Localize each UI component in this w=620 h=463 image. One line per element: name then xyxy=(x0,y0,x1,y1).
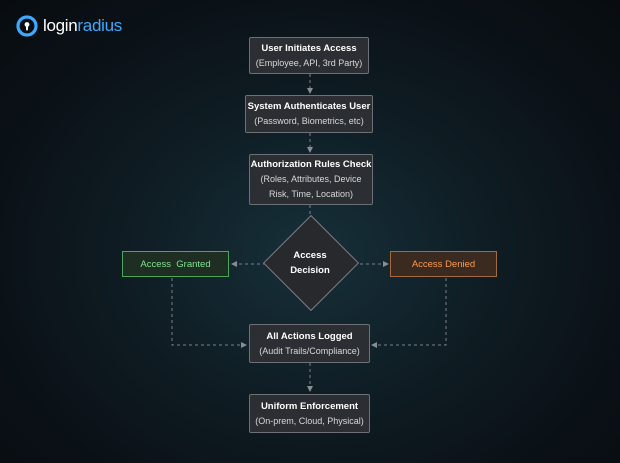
decision-line2: Decision xyxy=(290,265,330,276)
connector-denied-logged xyxy=(371,278,447,348)
brand-name-part2: radius xyxy=(77,16,122,35)
step-subtitle-line2: Risk, Time, Location) xyxy=(268,189,354,199)
access-granted-box: Access Granted xyxy=(122,251,229,277)
step-all-actions-logged: All Actions Logged (Audit Trails/Complia… xyxy=(249,324,370,363)
step-authorization-rules-check: Authorization Rules Check (Roles, Attrib… xyxy=(249,154,373,205)
step-title: System Authenticates User xyxy=(247,101,371,112)
access-denied-box: Access Denied xyxy=(390,251,497,277)
brand-logo: loginradius xyxy=(16,15,122,37)
step-subtitle-line1: (Roles, Attributes, Device xyxy=(260,174,362,184)
step-title: Uniform Enforcement xyxy=(260,400,359,412)
access-decision-label: Access Decision xyxy=(270,248,350,278)
step-subtitle: (Employee, API, 3rd Party) xyxy=(255,57,363,68)
step-user-initiates-access: User Initiates Access (Employee, API, 3r… xyxy=(249,37,369,74)
decision-line1: Access xyxy=(293,250,327,261)
step-title: All Actions Logged xyxy=(266,330,353,342)
loginradius-logo-icon xyxy=(16,15,38,37)
connector-granted-logged xyxy=(171,278,247,348)
brand-name-part1: login xyxy=(43,16,78,35)
step-subtitle: (On-prem, Cloud, Physical) xyxy=(255,415,364,426)
step-title: User Initiates Access xyxy=(261,42,357,54)
step-uniform-enforcement: Uniform Enforcement (On-prem, Cloud, Phy… xyxy=(249,394,370,433)
step-subtitle: (Audit Trails/Compliance) xyxy=(259,345,360,356)
brand-name: loginradius xyxy=(43,16,122,36)
step-title: Authorization Rules Check xyxy=(250,159,372,170)
step-subtitle: (Password, Biometrics, etc) xyxy=(254,116,364,126)
step-system-authenticates-user: System Authenticates User (Password, Bio… xyxy=(245,95,373,133)
